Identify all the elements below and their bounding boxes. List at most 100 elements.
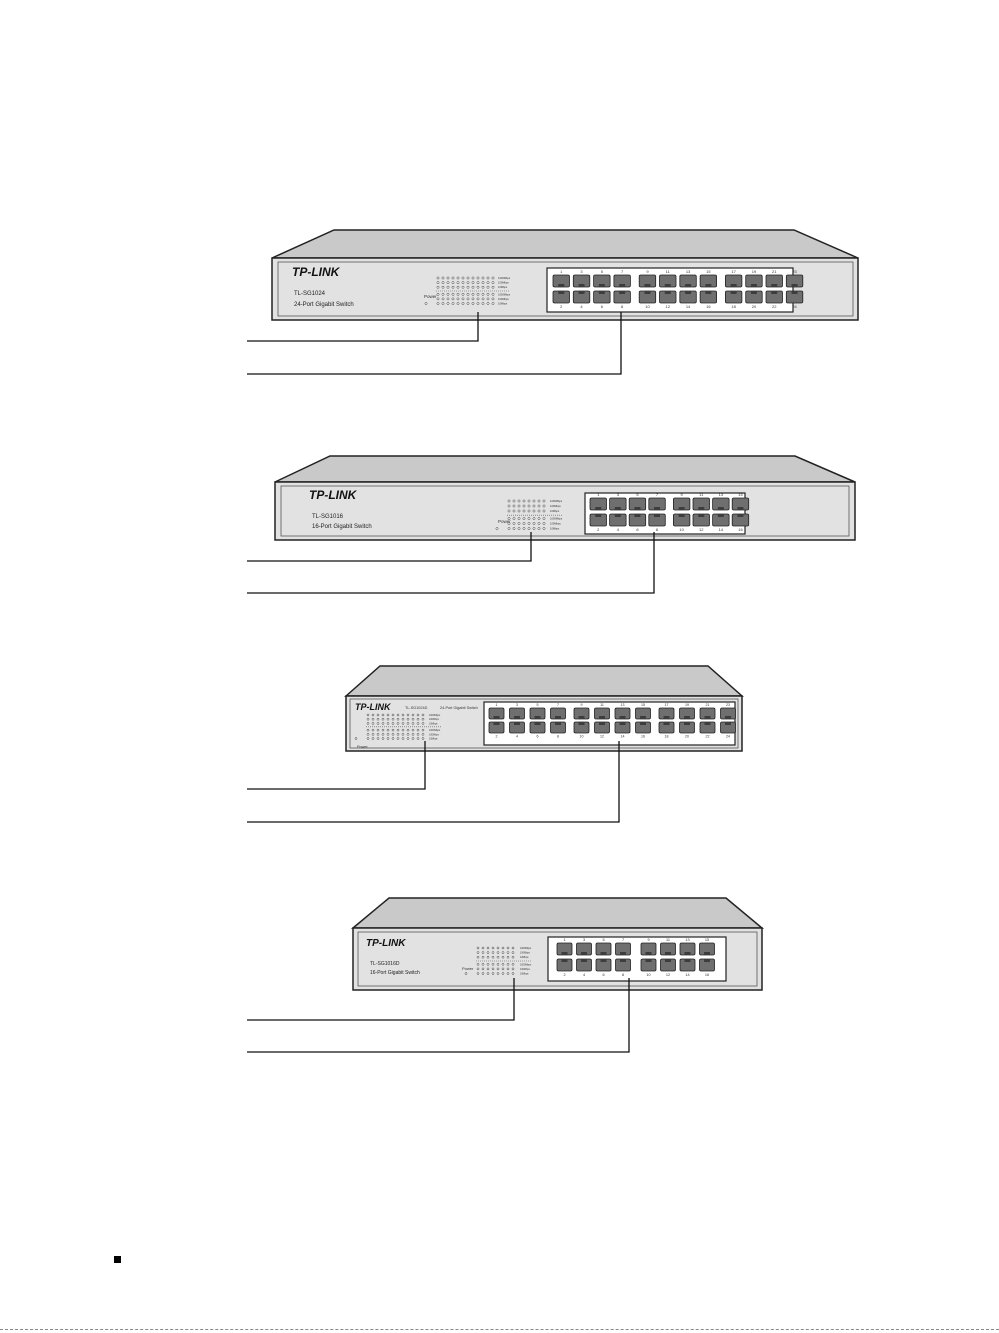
led-indicator: [411, 728, 415, 732]
led-indicator: [366, 733, 370, 736]
port-number-bottom: 24: [726, 735, 730, 739]
led-indicator: [401, 722, 405, 725]
led-indicator: [476, 967, 480, 971]
port-notch: [595, 507, 602, 510]
led-indicator: [441, 276, 445, 280]
led-indicator: [542, 527, 546, 530]
led-indicator: [461, 285, 465, 289]
led-indicator: [491, 972, 495, 975]
port-number-bottom: 10: [645, 304, 650, 309]
port-number-bottom: 16: [705, 973, 709, 977]
port-notch: [698, 507, 705, 510]
port-number-top: 21: [706, 703, 710, 707]
port-number-top: 15: [705, 938, 709, 942]
bullet-marker: [114, 1256, 121, 1263]
led-indicator: [512, 517, 516, 520]
led-indicator: [507, 509, 511, 513]
led-indicator: [401, 737, 405, 740]
port-number-top: 1: [597, 492, 600, 497]
callout-line-leds: [247, 312, 479, 342]
led-indicator: [507, 522, 511, 525]
led-indicator: [491, 281, 495, 284]
led-indicator: [421, 737, 425, 740]
led-indicator: [411, 713, 415, 717]
power-label: Power: [424, 294, 437, 299]
led-indicator: [436, 285, 440, 289]
port-number-bottom: 8: [557, 735, 559, 739]
led-indicator: [491, 276, 495, 280]
power-label: Power: [462, 966, 474, 971]
led-speed-label: 100Mbps: [429, 718, 440, 721]
led-indicator: [501, 951, 505, 954]
led-indicator: [376, 717, 380, 721]
led-indicator: [391, 733, 395, 736]
led-indicator: [366, 722, 370, 725]
led-indicator: [381, 737, 385, 740]
led-indicator: [491, 967, 495, 971]
led-indicator: [527, 527, 531, 530]
led-indicator: [451, 285, 455, 289]
led-indicator: [532, 527, 536, 530]
led-indicator: [486, 946, 490, 950]
led-indicator: [486, 967, 490, 971]
led-indicator: [481, 276, 485, 280]
led-indicator: [466, 281, 470, 284]
port-notch: [619, 722, 626, 725]
led-indicator: [517, 522, 521, 525]
led-speed-label: 1000Mbps: [550, 517, 563, 521]
port-notch: [645, 959, 652, 962]
led-indicator: [486, 276, 490, 280]
port-notch: [614, 507, 621, 510]
led-indicator: [406, 713, 410, 717]
led-indicator: [481, 955, 485, 959]
led-indicator: [542, 499, 546, 503]
led-indicator: [532, 499, 536, 503]
port-notch: [598, 291, 605, 294]
led-indicator: [421, 717, 425, 721]
port-number-bottom: 14: [685, 973, 689, 977]
led-indicator: [501, 963, 505, 966]
led-indicator: [416, 737, 420, 740]
led-indicator: [491, 297, 495, 301]
port-number-top: 19: [685, 703, 689, 707]
port-notch: [791, 291, 798, 294]
port-notch: [725, 722, 731, 725]
led-indicator: [386, 717, 390, 721]
port-number-top: 9: [681, 492, 684, 497]
port-notch: [493, 722, 500, 725]
led-indicator: [517, 499, 521, 503]
led-indicator: [486, 297, 490, 301]
port-number-top: 15: [641, 703, 645, 707]
led-indicator: [476, 292, 480, 296]
port-notch: [704, 722, 711, 725]
led-indicator: [446, 292, 450, 296]
led-indicator: [506, 951, 510, 954]
led-indicator: [411, 722, 415, 725]
led-panel: 1000Mbps100Mbps10Mbps1000Mbps100Mbps10Mb…: [464, 946, 532, 976]
port-number-bottom: 14: [621, 735, 625, 739]
port-number-bottom: 20: [685, 735, 689, 739]
led-indicator: [441, 292, 445, 296]
led-indicator: [481, 302, 485, 305]
port-notch: [717, 514, 724, 517]
port-number-bottom: 4: [583, 973, 585, 977]
led-indicator: [406, 737, 410, 740]
port-notch: [771, 291, 778, 294]
port-notch: [578, 716, 585, 719]
port-number-bottom: 4: [617, 527, 620, 532]
led-indicator: [446, 302, 450, 305]
led-indicator: [542, 522, 546, 525]
port-number-bottom: 14: [686, 304, 691, 309]
led-indicator: [486, 963, 490, 966]
led-indicator: [506, 955, 510, 959]
model-label: TL-SG1016D: [370, 961, 400, 967]
led-indicator: [517, 527, 521, 530]
brand-logo: TP-LINK: [309, 488, 358, 502]
led-indicator: [466, 276, 470, 280]
led-indicator: [511, 967, 515, 971]
port-number-bottom: 16: [641, 735, 645, 739]
led-indicator: [522, 499, 526, 503]
port-number-top: 11: [699, 492, 704, 497]
port-number-top: 9: [646, 269, 649, 274]
port-number-bottom: 6: [537, 735, 539, 739]
